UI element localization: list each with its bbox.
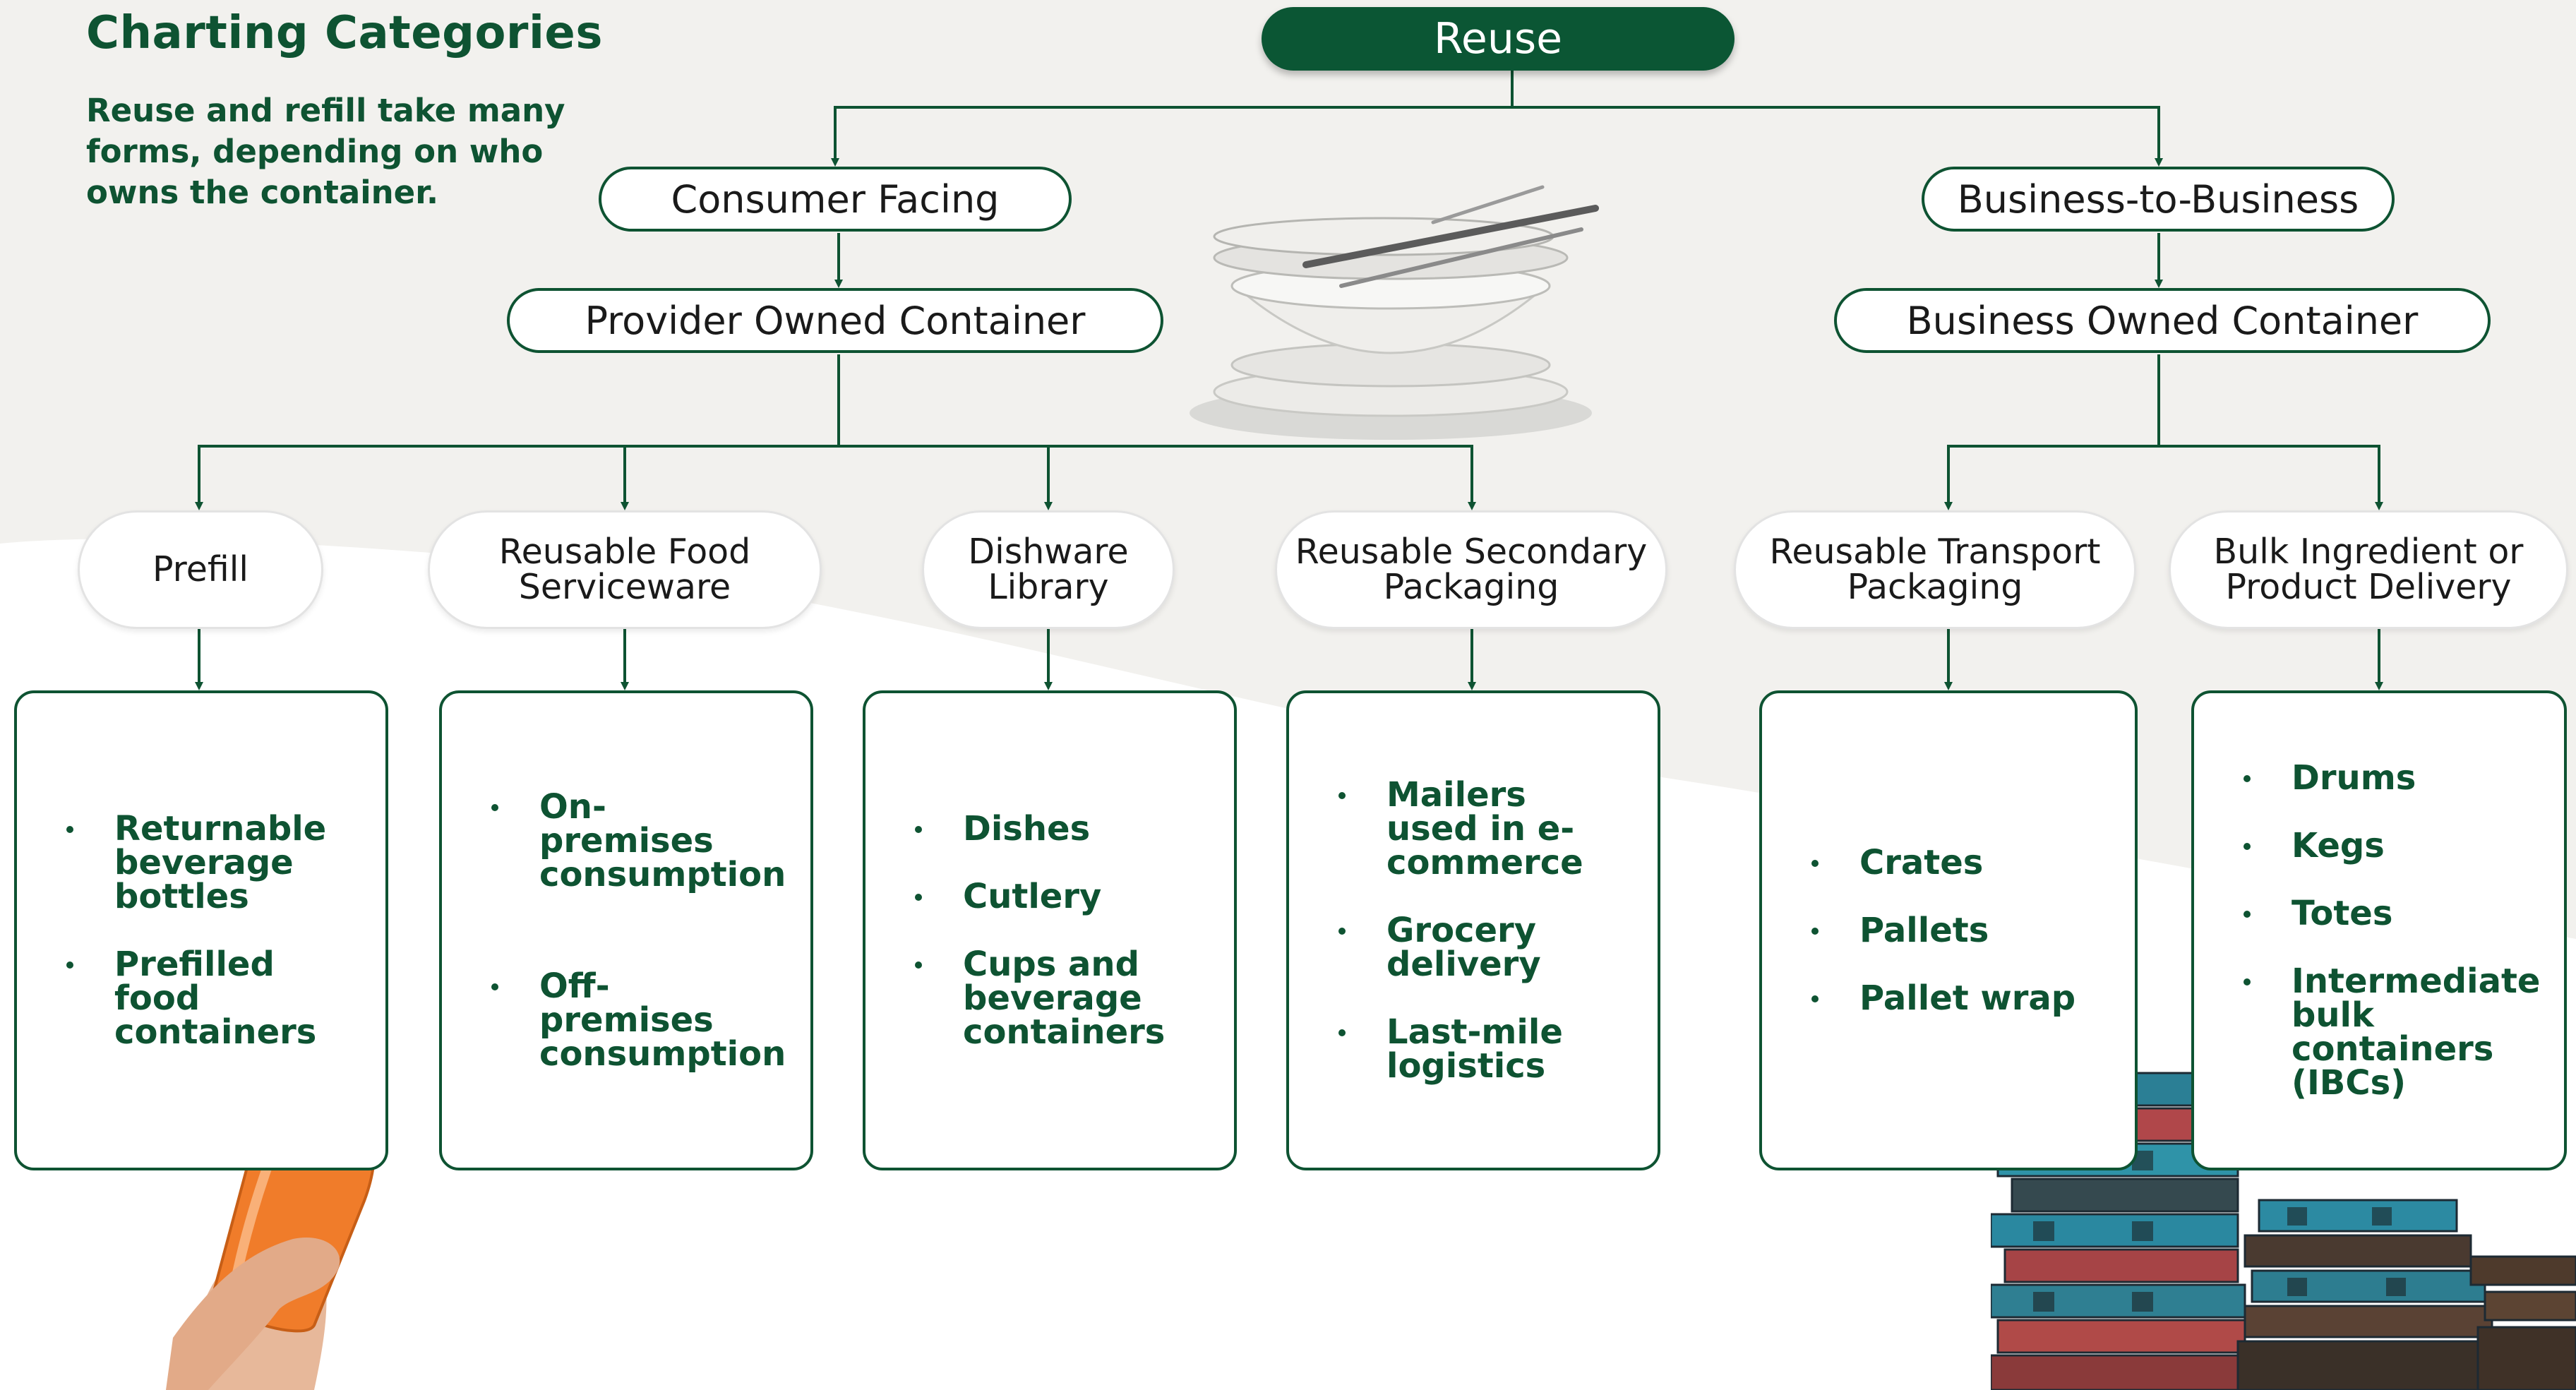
root-node-reuse: Reuse bbox=[1262, 7, 1735, 71]
category-label: Dishware Library bbox=[968, 532, 1129, 607]
page-title: Charting Categories bbox=[86, 7, 603, 59]
bullet-icon bbox=[66, 826, 73, 833]
bullet-icon bbox=[2243, 978, 2251, 985]
category-bulk-ingredient-delivery: Bulk Ingredient or Product Delivery bbox=[2169, 510, 2568, 629]
ownership-business-owned: Business Owned Container bbox=[1834, 288, 2491, 353]
bullet-icon bbox=[915, 826, 922, 833]
category-label: Prefill bbox=[152, 549, 248, 589]
bullet-icon bbox=[491, 804, 498, 811]
branch-label: Consumer Facing bbox=[671, 176, 1000, 222]
list-item: Totes bbox=[2243, 897, 2529, 930]
category-reusable-food-serviceware: Reusable Food Serviceware bbox=[428, 510, 822, 629]
bullet-icon bbox=[1338, 792, 1346, 799]
list-item: Pallets bbox=[1811, 913, 2114, 947]
bullet-icon bbox=[1811, 860, 1819, 867]
category-label: Bulk Ingredient or Product Delivery bbox=[2213, 532, 2524, 607]
list-item: On-premises consumption bbox=[491, 790, 786, 892]
category-reusable-secondary-packaging: Reusable Secondary Packaging bbox=[1275, 510, 1667, 629]
dish-stack-image bbox=[1190, 185, 1599, 440]
detail-box-dishware-library: Dishes Cutlery Cups and beverage contain… bbox=[863, 690, 1237, 1170]
branch-label: Business-to-Business bbox=[1957, 176, 2359, 222]
page-subtitle: Reuse and refill take many forms, depend… bbox=[86, 92, 565, 211]
category-dishware-library: Dishware Library bbox=[922, 510, 1175, 629]
list-item: Pallet wrap bbox=[1811, 981, 2114, 1015]
category-reusable-transport-packaging: Reusable Transport Packaging bbox=[1734, 510, 2136, 629]
branch-consumer-facing: Consumer Facing bbox=[599, 167, 1072, 232]
ownership-label: Provider Owned Container bbox=[585, 298, 1086, 343]
list-item: Prefilled food containers bbox=[66, 947, 357, 1049]
bullet-icon bbox=[66, 961, 73, 969]
bullet-icon bbox=[915, 894, 922, 901]
list-item: Cups and beverage containers bbox=[915, 947, 1206, 1049]
bullet-icon bbox=[1338, 928, 1346, 935]
list-item: Off-premises consumption bbox=[491, 969, 786, 1071]
list-item: Drums bbox=[2243, 761, 2529, 795]
list-item: Cutlery bbox=[915, 880, 1206, 913]
bullet-icon bbox=[915, 961, 922, 969]
ownership-label: Business Owned Container bbox=[1906, 298, 2419, 343]
list-item: Crates bbox=[1811, 846, 2114, 880]
list-item: Grocery delivery bbox=[1338, 913, 1594, 981]
bullet-icon bbox=[2243, 775, 2251, 782]
category-prefill: Prefill bbox=[78, 510, 323, 629]
bullet-icon bbox=[2243, 843, 2251, 850]
detail-box-transport-packaging: Crates Pallets Pallet wrap bbox=[1759, 690, 2138, 1170]
bullet-icon bbox=[1338, 1029, 1346, 1036]
list-item: Intermediate bulk containers (IBCs) bbox=[2243, 964, 2540, 1100]
branch-business-to-business: Business-to-Business bbox=[1922, 167, 2395, 232]
bullet-icon bbox=[1811, 995, 1819, 1002]
list-item: Kegs bbox=[2243, 829, 2529, 863]
bullet-icon bbox=[491, 983, 498, 990]
detail-box-food-serviceware: On-premises consumption Off-premises con… bbox=[439, 690, 813, 1170]
list-item: Last-mile logistics bbox=[1338, 1015, 1594, 1083]
bullet-icon bbox=[2243, 911, 2251, 918]
detail-box-prefill: Returnable beverage bottles Prefilled fo… bbox=[14, 690, 388, 1170]
detail-box-secondary-packaging: Mailers used in e-commerce Grocery deliv… bbox=[1286, 690, 1660, 1170]
ownership-provider-owned: Provider Owned Container bbox=[507, 288, 1163, 353]
detail-box-bulk-delivery: Drums Kegs Totes Intermediate bulk conta… bbox=[2191, 690, 2567, 1170]
category-label: Reusable Food Serviceware bbox=[498, 532, 751, 607]
category-label: Reusable Transport Packaging bbox=[1769, 532, 2101, 607]
root-label: Reuse bbox=[1433, 14, 1563, 64]
category-label: Reusable Secondary Packaging bbox=[1295, 532, 1648, 607]
list-item: Dishes bbox=[915, 812, 1206, 846]
bullet-icon bbox=[1811, 928, 1819, 935]
list-item: Returnable beverage bottles bbox=[66, 812, 357, 913]
list-item: Mailers used in e-commerce bbox=[1338, 778, 1594, 880]
